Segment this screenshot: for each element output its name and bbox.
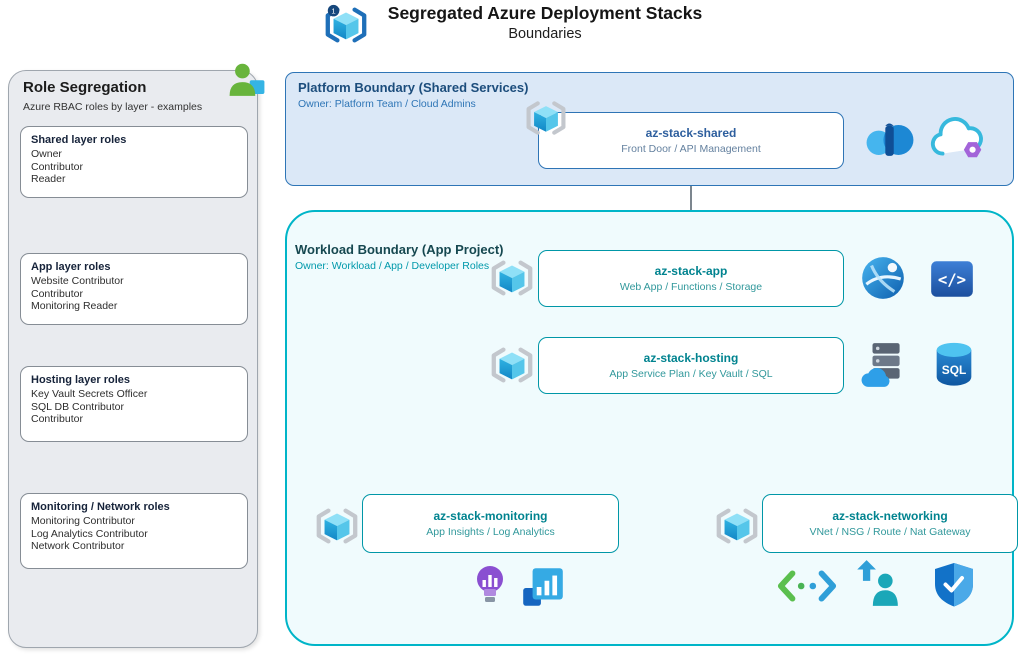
workload-boundary-title: Workload Boundary (App Project) bbox=[295, 242, 504, 257]
person-icon bbox=[225, 61, 269, 105]
role-group-shared: Shared layer roles Owner Contributor Rea… bbox=[20, 126, 248, 198]
role-item: Website Contributor bbox=[31, 275, 124, 287]
role-group-app: App layer roles Website Contributor Cont… bbox=[20, 253, 248, 325]
role-group-monitoring-network: Monitoring / Network roles Monitoring Co… bbox=[20, 493, 248, 569]
stack-name: az-stack-shared bbox=[645, 126, 737, 140]
role-item: Network Contributor bbox=[31, 540, 125, 553]
role-item: Contributor bbox=[31, 287, 83, 300]
stack-box-monitoring: az-stack-monitoring App Insights / Log A… bbox=[362, 494, 619, 553]
stack-name: az-stack-app bbox=[654, 264, 728, 278]
role-group-title: Shared layer roles bbox=[31, 134, 127, 146]
stack-name: az-stack-networking bbox=[832, 509, 948, 523]
role-item: Key Vault Secrets Officer bbox=[31, 388, 148, 400]
role-item: Owner bbox=[31, 148, 62, 160]
role-item: Monitoring Contributor bbox=[31, 515, 135, 527]
role-group-hosting: Hosting layer roles Key Vault Secrets Of… bbox=[20, 366, 248, 442]
stack-name: az-stack-hosting bbox=[643, 351, 739, 365]
deployment-stack-icon bbox=[314, 503, 360, 549]
app-service-plan-icon bbox=[860, 338, 910, 390]
role-item: Contributor bbox=[31, 413, 83, 426]
role-group-title: Monitoring / Network roles bbox=[31, 501, 170, 513]
deployment-stack-icon bbox=[489, 255, 535, 301]
role-item: Monitoring Reader bbox=[31, 300, 118, 313]
role-group-title: Hosting layer roles bbox=[31, 374, 131, 386]
front-door-icon bbox=[860, 114, 920, 164]
log-analytics-icon bbox=[518, 562, 568, 612]
role-group-title: App layer roles bbox=[31, 261, 111, 273]
workload-boundary-owner: Owner: Workload / App / Developer Roles bbox=[295, 260, 490, 272]
platform-boundary-title: Platform Boundary (Shared Services) bbox=[298, 80, 529, 95]
page-subtitle: Boundaries bbox=[508, 26, 582, 42]
page-title: Segregated Azure Deployment Stacks bbox=[387, 3, 703, 23]
deployment-stack-icon bbox=[489, 342, 535, 388]
stack-box-hosting: az-stack-hosting App Service Plan / Key … bbox=[538, 337, 844, 394]
code-icon bbox=[926, 254, 978, 304]
stack-box-app: az-stack-app Web App / Functions / Stora… bbox=[538, 250, 844, 307]
nat-gateway-icon bbox=[852, 558, 902, 608]
stack-box-shared: az-stack-shared Front Door / API Managem… bbox=[538, 112, 844, 169]
sql-database-icon bbox=[928, 338, 980, 390]
role-panel-subtitle: Azure RBAC roles by layer - examples bbox=[23, 101, 203, 113]
role-panel-title: Role Segregation bbox=[23, 79, 147, 96]
role-item: Log Analytics Contributor bbox=[31, 527, 148, 540]
deployment-stack-icon bbox=[714, 503, 760, 549]
platform-boundary-owner: Owner: Platform Team / Cloud Admins bbox=[298, 98, 476, 110]
virtual-network-icon bbox=[776, 566, 838, 606]
stack-services: Web App / Functions / Storage bbox=[619, 281, 763, 293]
stack-name: az-stack-monitoring bbox=[433, 509, 548, 523]
role-item: Contributor bbox=[31, 160, 83, 173]
stack-services: VNet / NSG / Route / Nat Gateway bbox=[809, 526, 971, 538]
app-service-icon bbox=[858, 253, 908, 303]
role-segregation-panel: Role Segregation Azure RBAC roles by lay… bbox=[8, 70, 258, 648]
api-management-icon bbox=[928, 114, 990, 166]
stack-services: App Service Plan / Key Vault / SQL bbox=[609, 368, 773, 380]
role-item: Reader bbox=[31, 173, 66, 186]
application-insights-icon bbox=[466, 560, 514, 610]
deployment-stack-icon bbox=[524, 96, 568, 140]
role-item: SQL DB Contributor bbox=[31, 400, 124, 413]
stack-box-networking: az-stack-networking VNet / NSG / Route /… bbox=[762, 494, 1018, 553]
network-security-group-icon bbox=[930, 560, 978, 608]
stack-services: Front Door / API Management bbox=[621, 143, 761, 155]
stack-services: App Insights / Log Analytics bbox=[426, 526, 555, 538]
